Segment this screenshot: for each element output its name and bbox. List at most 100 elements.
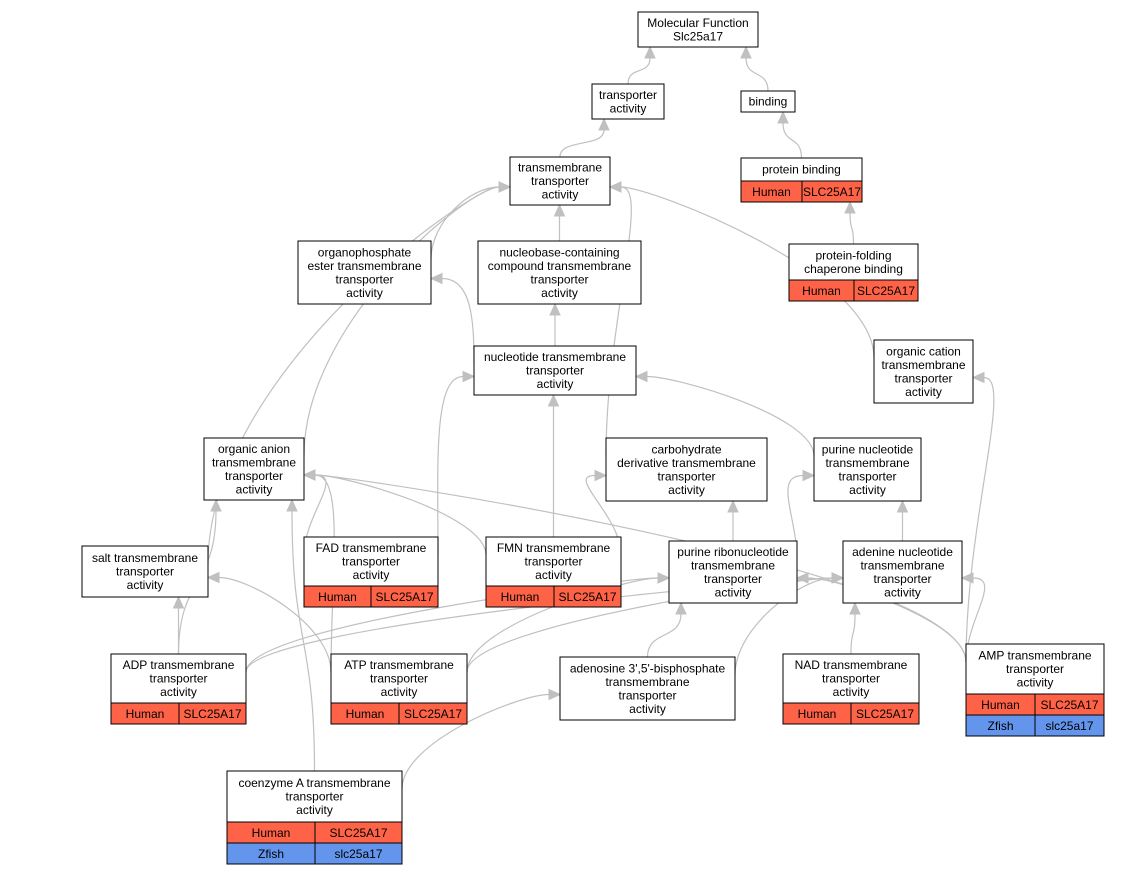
node-atp[interactable]: ATP transmembranetransporteractivityHuma… (330, 653, 468, 725)
node-label-line: organic anion (218, 442, 290, 456)
node-binding[interactable]: binding (740, 90, 796, 113)
node-label-line: transporter (822, 672, 880, 686)
node-amp[interactable]: AMP transmembranetransporteractivityHuma… (965, 643, 1105, 737)
node-label-box (81, 545, 209, 598)
node-label-line: transporter (225, 469, 283, 483)
edge-arrowhead (644, 45, 656, 59)
species-label: Human (981, 698, 1020, 712)
species-label: Human (126, 707, 165, 721)
node-label-line: activity (541, 286, 578, 300)
node-label-line: transporter (285, 790, 343, 804)
node-label-line: transporter (370, 672, 428, 686)
node-label-line: transporter (149, 672, 207, 686)
edge-arrowhead (608, 181, 622, 193)
gene-cell (801, 180, 863, 203)
node-fad[interactable]: FAD transmembranetransporteractivityHuma… (303, 536, 439, 608)
nodes-layer: Molecular FunctionSlc25a17transporteract… (81, 11, 1105, 865)
node-coa[interactable]: coenzyme A transmembranetransporteractiv… (226, 770, 403, 865)
node-organion[interactable]: organic aniontransmembranetransporteract… (203, 437, 305, 501)
node-label-box (782, 653, 920, 704)
edge-nucleotide-to-organophos (441, 277, 475, 365)
gene-cell (553, 585, 622, 608)
edge-fad-to-nucleotide (437, 375, 464, 556)
edge-arrowhead (598, 117, 610, 131)
node-orgcation[interactable]: organic cationtransmembranetransporterac… (873, 339, 974, 404)
edge-arrowhead (498, 181, 512, 193)
edge-purinenuc-to-nucleotide (646, 375, 815, 457)
edge-binding-to-mf (745, 57, 769, 92)
node-label-line: activity (542, 188, 579, 202)
node-label-line: transporter (873, 572, 931, 586)
gene-label: slc25a17 (1045, 719, 1093, 733)
node-label-line: transporter (526, 364, 584, 378)
node-adenosine[interactable]: adenosine 3',5'-bisphosphatetransmembran… (559, 656, 736, 721)
species-label: Human (346, 707, 385, 721)
edge-arrowhead (547, 393, 560, 407)
node-label-line: coenzyme A transmembrane (238, 776, 390, 790)
node-label-box (485, 536, 622, 587)
edge-arrowhead (286, 498, 298, 512)
node-label-line: activity (884, 585, 921, 599)
gene-cell (178, 702, 247, 725)
species-label: Human (501, 590, 540, 604)
node-purineribo[interactable]: purine ribonucleotidetransmembranetransp… (668, 540, 798, 604)
node-purinenuc[interactable]: purine nucleotidetransmembranetransporte… (813, 437, 922, 502)
gene-cell (370, 585, 439, 608)
edge-tmt-to-transp (559, 129, 605, 158)
node-label-line: activity (715, 585, 752, 599)
node-label-line: activity (833, 685, 870, 699)
node-label-line: transporter (531, 174, 589, 188)
node-label-line: transporter (838, 469, 896, 483)
edge-arrowhead (960, 572, 974, 584)
node-label-line: activity (160, 685, 197, 699)
node-label-line: transmembrane (605, 675, 689, 689)
edge-arrowhead (634, 370, 648, 383)
node-label-line: FAD transmembrane (316, 541, 427, 555)
node-label-box (473, 345, 637, 396)
edge-arrowhead (740, 45, 752, 59)
node-label-line: activity (353, 568, 390, 582)
node-label-line: purine ribonucleotide (677, 545, 789, 559)
node-label-line: binding (749, 95, 788, 109)
node-label-line: transporter (342, 555, 400, 569)
node-label-line: ATP transmembrane (344, 658, 454, 672)
node-label-line: activity (629, 702, 666, 716)
node-label-box (509, 156, 611, 206)
node-label-line: activity (610, 101, 647, 115)
node-fmn[interactable]: FMN transmembranetransporteractivityHuma… (485, 536, 622, 608)
node-label-line: transporter (1006, 662, 1064, 676)
node-label-line: activity (346, 286, 383, 300)
edge-organion-to-tmt (303, 186, 500, 457)
node-label-line: activity (668, 483, 705, 497)
node-adp[interactable]: ADP transmembranetransporteractivityHuma… (110, 653, 247, 725)
edge-arrowhead (896, 499, 909, 513)
node-label-box (605, 437, 768, 502)
node-nad[interactable]: NAD transmembranetransporteractivityHuma… (782, 653, 920, 725)
edge-arrowhead (657, 572, 671, 584)
edge-arrowhead (210, 498, 222, 512)
edge-adenosine-to-adenine (734, 577, 833, 676)
node-label-box (873, 339, 974, 404)
node-label-line: carbohydrate (651, 442, 721, 456)
node-label-box (203, 437, 305, 501)
gene-label: SLC25A17 (329, 826, 387, 840)
node-label-box (813, 437, 922, 502)
node-label-line: protein binding (762, 163, 841, 177)
edge-transp-to-mf (627, 57, 651, 85)
node-nucleotide[interactable]: nucleotide transmembranetransporteractiv… (473, 345, 637, 396)
edge-arrowhead (971, 371, 985, 384)
node-label-line: ADP transmembrane (123, 658, 235, 672)
node-label-line: compound transmembrane (488, 259, 632, 273)
node-label-box (842, 540, 963, 604)
node-adenine[interactable]: adenine nucleotidetransmembranetransport… (842, 540, 963, 604)
